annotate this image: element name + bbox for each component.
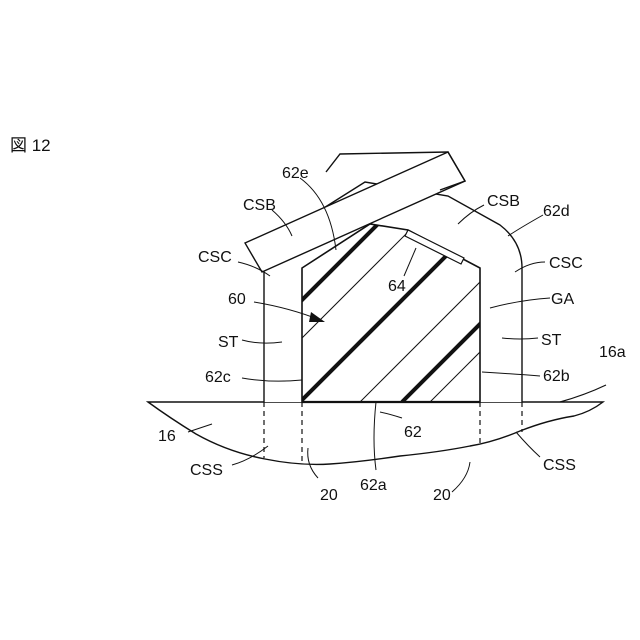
label-csb-left: CSB bbox=[243, 197, 276, 214]
label-20-right: 20 bbox=[433, 487, 451, 504]
label-st-right: ST bbox=[541, 332, 562, 349]
label-62c: 62c bbox=[205, 369, 231, 386]
label-60: 60 bbox=[228, 291, 246, 308]
label-st-left: ST bbox=[218, 334, 239, 351]
label-16a: 16a bbox=[599, 344, 626, 361]
label-16: 16 bbox=[158, 428, 176, 445]
label-css-left: CSS bbox=[190, 462, 223, 479]
label-62d: 62d bbox=[543, 203, 570, 220]
label-csc-right: CSC bbox=[549, 255, 583, 272]
label-62e: 62e bbox=[282, 165, 309, 182]
label-csb-right: CSB bbox=[487, 193, 520, 210]
label-css-right: CSS bbox=[543, 457, 576, 474]
label-ga: GA bbox=[551, 291, 574, 308]
label-62b: 62b bbox=[543, 368, 570, 385]
label-20-left: 20 bbox=[320, 487, 338, 504]
surface-16a-edge bbox=[560, 385, 606, 402]
label-csc-left: CSC bbox=[198, 249, 232, 266]
figure-caption: 図 12 bbox=[10, 136, 51, 155]
label-62a: 62a bbox=[360, 477, 387, 494]
label-64: 64 bbox=[388, 278, 406, 295]
label-62: 62 bbox=[404, 424, 422, 441]
